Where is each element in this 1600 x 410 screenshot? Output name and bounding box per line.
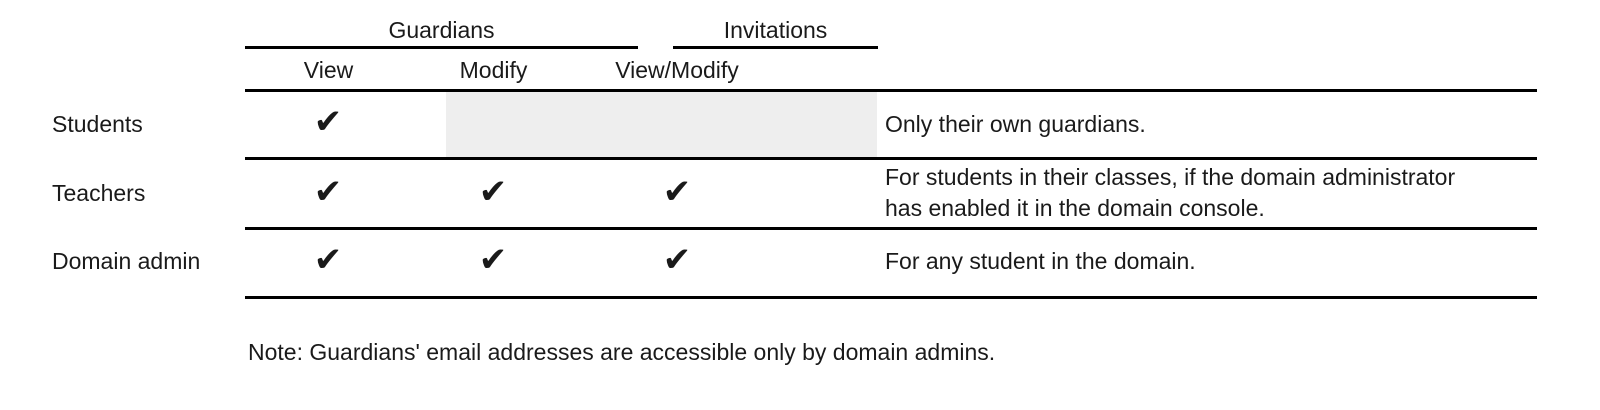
row-note-teachers-line2: has enabled it in the domain console. — [885, 195, 1265, 221]
column-group-invitations-rule — [673, 46, 878, 49]
table-rule-bottom — [245, 296, 1537, 299]
row-label-teachers: Teachers — [52, 180, 146, 206]
column-header-invitations-view-modify: View/Modify — [615, 57, 739, 83]
column-header-guardians-modify: Modify — [459, 57, 528, 83]
table-rule-after-teachers — [245, 227, 1537, 230]
check-icon-teachers-invitations-view-modify: ✔ — [662, 172, 692, 212]
check-icon-students-guardians-view: ✔ — [313, 102, 343, 142]
row-note-teachers: For students in their classes, if the do… — [885, 162, 1525, 224]
row-note-students: Only their own guardians. — [885, 111, 1146, 137]
row-note-domain-admin: For any student in the domain. — [885, 248, 1196, 274]
check-icon-teachers-guardians-modify: ✔ — [478, 172, 508, 212]
column-group-guardians: Guardians — [245, 14, 638, 46]
row-label-domain-admin: Domain admin — [52, 248, 201, 274]
table-rule-top — [245, 89, 1537, 92]
check-icon-teachers-guardians-view: ✔ — [313, 172, 343, 212]
column-group-invitations: Invitations — [673, 14, 878, 46]
row-label-students: Students — [52, 111, 143, 137]
table-footnote: Note: Guardians' email addresses are acc… — [248, 339, 996, 365]
check-icon-domain-admin-invitations-view-modify: ✔ — [662, 240, 692, 280]
column-group-guardians-rule — [245, 46, 638, 49]
column-group-guardians-label: Guardians — [388, 17, 495, 43]
table-rule-after-students — [245, 157, 1537, 160]
disabled-cell-students-modify — [446, 92, 877, 157]
column-header-guardians-view: View — [303, 57, 354, 83]
column-group-invitations-label: Invitations — [723, 17, 828, 43]
row-note-teachers-line1: For students in their classes, if the do… — [885, 164, 1456, 190]
check-icon-domain-admin-guardians-modify: ✔ — [478, 240, 508, 280]
check-icon-domain-admin-guardians-view: ✔ — [313, 240, 343, 280]
